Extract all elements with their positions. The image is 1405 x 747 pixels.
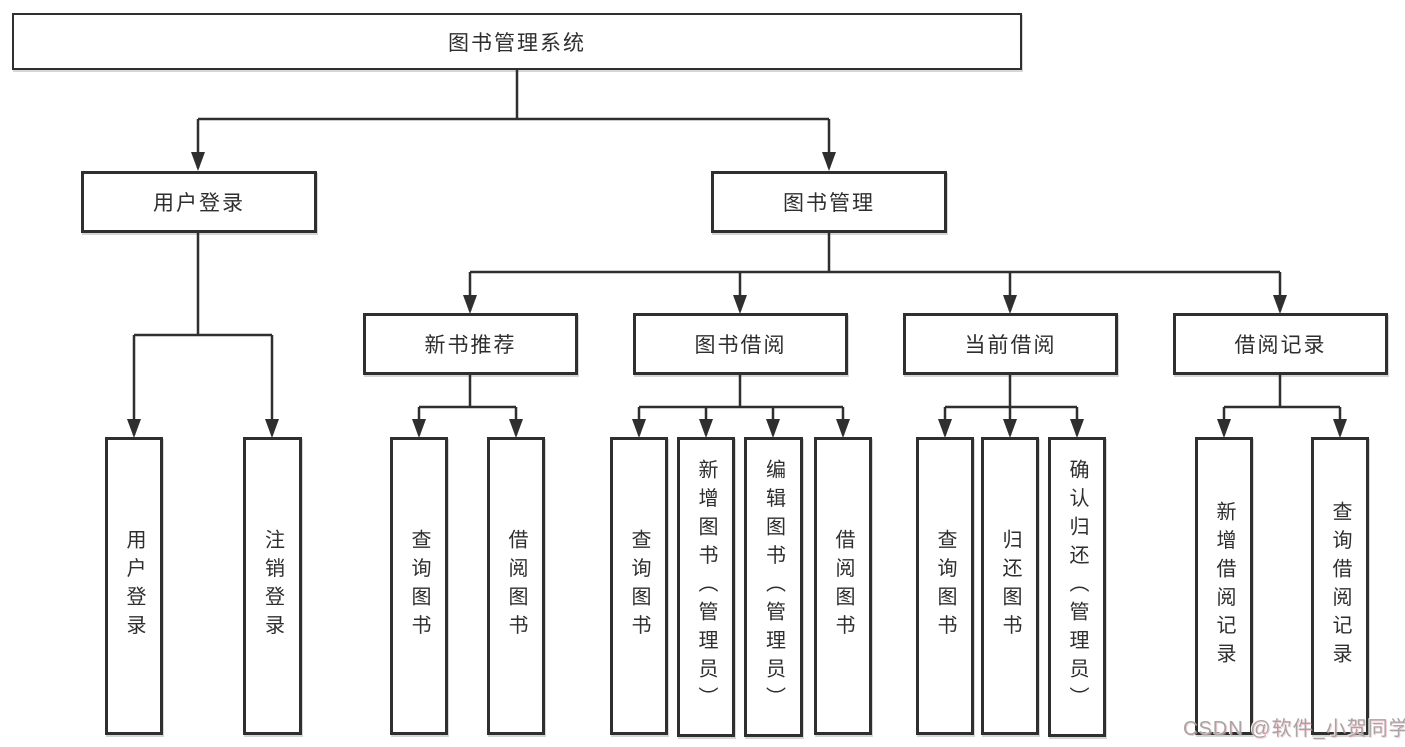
node-root-label: 图书管理系统 xyxy=(448,31,586,55)
leaf-add-borrow-record: 新增借阅记录 xyxy=(1195,437,1253,735)
leaf-query-books-borrow: 查询图书 xyxy=(610,437,668,735)
node-book-borrowing: 图书借阅 xyxy=(633,313,848,375)
leaf-add-book-admin-label: 新增图书（管理员） xyxy=(695,459,717,715)
leaf-query-books-newbook: 查询图书 xyxy=(390,437,448,735)
leaf-query-books-borrow-label: 查询图书 xyxy=(628,529,650,643)
leaf-borrow-books-borrow: 借阅图书 xyxy=(814,437,872,735)
node-book-management: 图书管理 xyxy=(711,171,947,233)
node-user-login-label: 用户登录 xyxy=(153,192,245,215)
node-current-borrowing: 当前借阅 xyxy=(903,313,1118,375)
connector-paths xyxy=(132,70,1342,435)
leaf-query-books-current: 查询图书 xyxy=(916,437,974,735)
leaf-user-login: 用户登录 xyxy=(105,437,163,735)
leaf-borrow-books-newbook: 借阅图书 xyxy=(487,437,545,735)
leaf-return-books-label: 归还图书 xyxy=(999,529,1021,643)
leaf-query-borrow-record-label: 查询借阅记录 xyxy=(1329,500,1351,672)
leaf-add-book-admin: 新增图书（管理员） xyxy=(677,437,735,737)
leaf-user-login-label: 用户登录 xyxy=(123,529,145,643)
node-new-book-recommend: 新书推荐 xyxy=(363,313,578,375)
watermark: CSDN @软件_小贺同学 xyxy=(1183,718,1405,740)
leaf-logout-label: 注销登录 xyxy=(261,529,284,643)
node-borrowing-records-label: 借阅记录 xyxy=(1234,334,1327,357)
leaf-edit-book-admin-label: 编辑图书（管理员） xyxy=(762,459,785,715)
leaf-logout: 注销登录 xyxy=(243,437,302,735)
leaf-confirm-return-admin-label: 确认归还（管理员） xyxy=(1066,459,1088,715)
leaf-confirm-return-admin: 确认归还（管理员） xyxy=(1048,437,1106,737)
node-new-book-recommend-label: 新书推荐 xyxy=(424,334,517,357)
node-user-login: 用户登录 xyxy=(81,171,317,233)
leaf-borrow-books-borrow-label: 借阅图书 xyxy=(832,529,854,643)
node-borrowing-records: 借阅记录 xyxy=(1173,313,1388,375)
leaf-return-books: 归还图书 xyxy=(981,437,1039,735)
leaf-query-borrow-record: 查询借阅记录 xyxy=(1311,437,1369,735)
leaf-add-borrow-record-label: 新增借阅记录 xyxy=(1213,500,1235,672)
leaf-query-books-newbook-label: 查询图书 xyxy=(408,529,430,643)
node-root: 图书管理系统 xyxy=(12,13,1022,70)
node-book-management-label: 图书管理 xyxy=(783,192,875,215)
leaf-query-books-current-label: 查询图书 xyxy=(934,529,956,643)
node-current-borrowing-label: 当前借阅 xyxy=(964,334,1057,357)
leaf-borrow-books-newbook-label: 借阅图书 xyxy=(505,529,527,643)
leaf-edit-book-admin: 编辑图书（管理员） xyxy=(744,437,803,737)
node-book-borrowing-label: 图书借阅 xyxy=(694,334,787,357)
